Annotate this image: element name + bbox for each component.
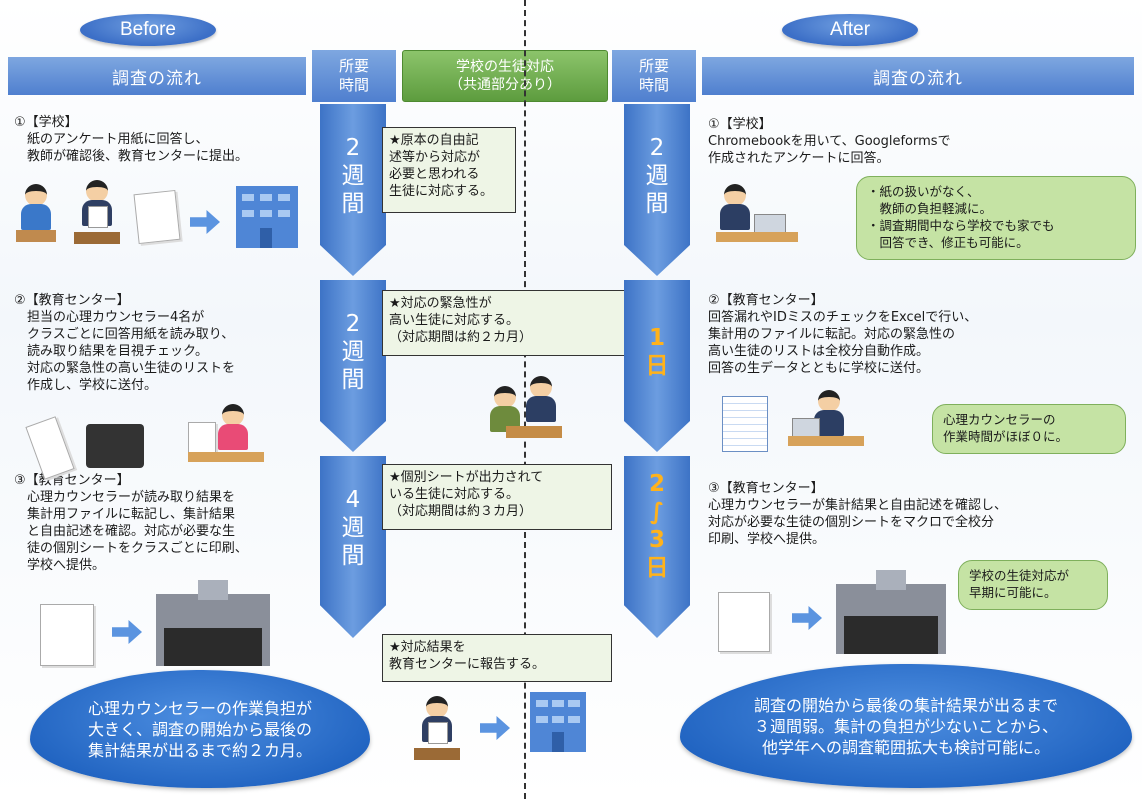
after-time-3: 2 ∫ 3 日 [645,471,669,581]
school-building-icon [156,580,270,666]
after-bubble-3: 学校の生徒対応が 早期に可能に。 [958,560,1108,610]
arrow-right-icon [792,606,822,630]
arrow-right-icon [112,620,142,644]
before-time-arrow-1: 2 週 間 [320,104,386,276]
before-step-2: ②【教育センター】 担当の心理カウンセラー4名が クラスごとに回答用紙を読み取り… [14,293,236,393]
after-time-1: 2 週 間 [645,135,669,217]
after-step-2: ②【教育センター】 回答漏れやIDミスのチェックをExcelで行い、 集計用のフ… [708,293,978,376]
time-header-right: 所要 時間 [612,50,696,102]
sheets-icon [718,592,770,652]
school-note-3: ★個別シートが出力されて いる生徒に対応する。 （対応期間は約３カ月） [382,464,612,530]
before-time-1: 2 週 間 [341,135,365,217]
paper-stack-icon [133,189,181,245]
before-time-3: 4 週 間 [341,487,365,569]
teacher-report-icon [414,696,460,762]
before-time-2: 2 週 間 [341,311,365,393]
counselor-desk-icon [188,404,264,466]
time-header-left-1: 所要 [338,57,369,75]
building-icon [530,692,586,752]
school-header: 学校の生徒対応 （共通部分あり） [402,50,608,102]
after-step-1: ①【学校】 Chromebookを用いて、Googleformsで 作成されたア… [708,117,951,166]
summary-cloud-before: 心理カウンセラーの作業負担が 大きく、調査の開始から最後の 集計結果が出るまで約… [30,670,370,788]
school-header-2: （共通部分あり） [449,77,561,93]
time-header-right-2: 時間 [638,76,669,94]
left-band: 調査の流れ [8,57,306,95]
after-bubble-1: ・紙の扱いがなく、 教師の負担軽減に。 ・調査期間中なら学校でも家でも 回答でき… [856,176,1136,260]
student-icon [16,184,56,244]
before-label: Before [80,14,216,46]
school-note-4: ★対応結果を 教育センターに報告する。 [382,634,612,682]
summary-cloud-after: 調査の開始から最後の集計結果が出るまで ３週間弱。集計の負担が少ないことから、 … [680,664,1132,788]
arrow-right-icon [190,210,220,234]
center-divider [524,0,526,799]
school-header-1: 学校の生徒対応 [456,59,554,75]
building-icon [236,186,298,248]
counselor-laptop-icon [788,390,864,452]
time-header-left-2: 時間 [338,76,369,94]
before-step-3: ③【教育センター】 心理カウンセラーが読み取り結果を 集計用ファイルに転記し、集… [14,473,248,573]
right-band: 調査の流れ [702,57,1134,95]
after-label: After [782,14,918,46]
teacher-icon [74,180,120,246]
school-note-2: ★対応の緊急性が 高い生徒に対応する。 （対応期間は約２カ月） [382,290,626,356]
before-time-arrow-2: 2 週 間 [320,280,386,452]
sheets-icon [40,604,94,666]
time-header-left: 所要 時間 [312,50,396,102]
after-step-3: ③【教育センター】 心理カウンセラーが集計結果と自由記述を確認し、 対応が必要な… [708,481,1008,547]
after-time-arrow-2: 1 日 [624,280,690,452]
spreadsheet-icon [722,396,768,452]
after-time-2: 1 日 [645,325,669,379]
answer-sheet-icon [25,416,75,480]
school-building-icon [836,570,946,654]
student-laptop-icon [716,184,798,250]
school-note-1: ★原本の自由記 述等から対応が 必要と思われる 生徒に対応する。 [382,127,516,213]
after-time-arrow-3: 2 ∫ 3 日 [624,456,690,638]
arrow-right-icon [480,716,510,740]
before-step-1: ①【学校】 紙のアンケート用紙に回答し、 教師が確認後、教育センターに提出。 [14,115,249,164]
after-time-arrow-1: 2 週 間 [624,104,690,276]
after-bubble-2: 心理カウンセラーの 作業時間がほぼ０に。 [932,404,1126,454]
time-header-right-1: 所要 [638,57,669,75]
before-time-arrow-3: 4 週 間 [320,456,386,638]
counseling-icon [486,376,562,442]
scanner-icon [86,424,144,468]
